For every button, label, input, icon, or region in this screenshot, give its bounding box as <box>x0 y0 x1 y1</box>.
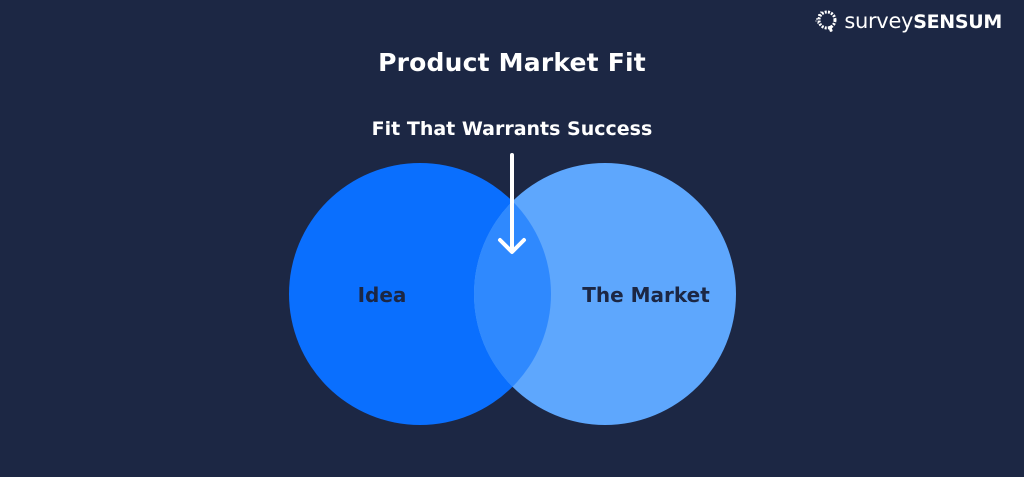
brand-logo: surveySENSUM <box>814 8 1002 34</box>
venn-label-idea: Idea <box>357 283 407 307</box>
brand-name-bold: SENSUM <box>913 11 1002 33</box>
brand-name: surveySENSUM <box>844 9 1002 33</box>
venn-circle-idea <box>289 163 551 425</box>
surveysensum-logo-icon <box>815 10 837 32</box>
venn-label-market: The Market <box>582 283 710 307</box>
down-arrow-icon <box>498 153 526 254</box>
diagram-subtitle: Fit That Warrants Success <box>371 118 653 140</box>
brand-name-light: survey <box>844 9 914 33</box>
diagram-title: Product Market Fit <box>378 48 646 77</box>
venn-circle-market <box>474 163 736 425</box>
